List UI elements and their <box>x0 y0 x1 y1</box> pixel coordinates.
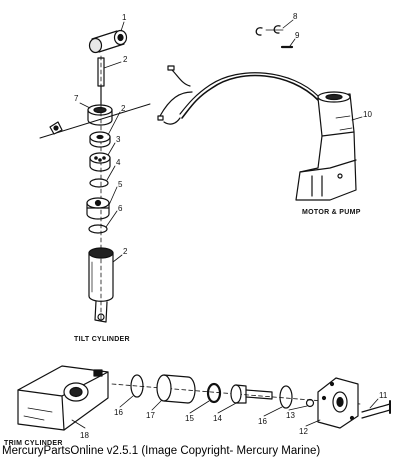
callout-7: 7 <box>74 94 79 103</box>
part-cylinder-body <box>88 247 114 323</box>
callout-16b: 16 <box>258 417 267 426</box>
part-ball <box>305 398 315 408</box>
tilt-cylinder-assembly: TILT CYLINDER <box>39 29 151 343</box>
part-o-ring-16b <box>279 385 293 409</box>
part-end-cap <box>317 377 359 429</box>
callout-numbers: 1 2 7 2 3 4 5 6 2 8 9 10 16 17 15 14 16 … <box>74 12 388 440</box>
part-trim-piston <box>230 384 273 404</box>
part-o-ring-lower <box>88 224 108 234</box>
callout-6: 6 <box>118 204 123 213</box>
callout-5: 5 <box>118 180 123 189</box>
callout-4: 4 <box>116 158 121 167</box>
callout-12: 12 <box>299 427 308 436</box>
motor-pump-assembly: MOTOR & PUMP <box>157 25 361 216</box>
part-trim-cylinder-block <box>17 365 109 431</box>
callout-2-rod: 2 <box>123 55 128 64</box>
part-washer <box>89 131 111 148</box>
callout-2-cylinder: 2 <box>123 247 128 256</box>
callout-3: 3 <box>116 135 121 144</box>
part-cap <box>88 29 128 54</box>
callout-16a: 16 <box>114 408 123 417</box>
part-o-ring-15 <box>206 382 222 404</box>
part-piston-head <box>89 152 111 172</box>
part-piston <box>86 197 110 220</box>
part-bushing <box>87 104 113 126</box>
callout-1: 1 <box>122 13 127 22</box>
leader-lines <box>71 19 379 429</box>
callout-9: 9 <box>295 31 300 40</box>
caption-tilt-cylinder: TILT CYLINDER <box>74 336 130 343</box>
caption-motor-pump: MOTOR & PUMP <box>302 209 361 216</box>
callout-14: 14 <box>213 414 222 423</box>
callout-10: 10 <box>363 110 372 119</box>
callout-18: 18 <box>80 431 89 440</box>
callout-8: 8 <box>293 12 298 21</box>
callout-17: 17 <box>146 411 155 420</box>
callout-2-washer: 2 <box>121 104 126 113</box>
callout-11: 11 <box>379 391 388 400</box>
part-o-ring-upper <box>89 178 109 188</box>
part-retainer-clip <box>255 25 284 36</box>
part-wire-harness <box>157 65 319 125</box>
part-o-ring-16a <box>130 374 144 398</box>
copyright-footer: MercuryPartsOnline v2.5.1 (Image Copyrig… <box>2 445 321 457</box>
part-screws <box>361 400 391 419</box>
callout-13: 13 <box>286 411 295 420</box>
part-motor-pump <box>295 91 357 201</box>
trim-cylinder-assembly: TRIM CYLINDER <box>4 365 391 447</box>
callout-15: 15 <box>185 414 194 423</box>
caption-trim-cylinder: TRIM CYLINDER <box>4 440 63 447</box>
part-sleeve <box>156 374 196 404</box>
